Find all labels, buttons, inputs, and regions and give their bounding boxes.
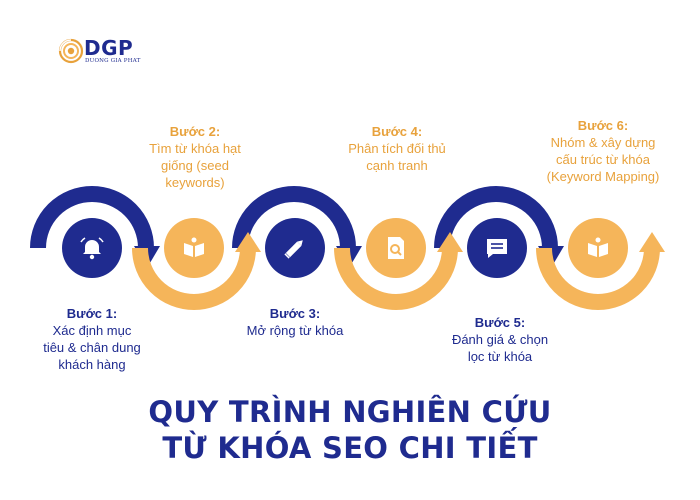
step-2-title: Bước 2: — [169, 124, 221, 139]
bell-icon — [80, 237, 104, 260]
step-1-desc-line-3: khách hàng — [58, 357, 126, 372]
step-1-label: Bước 1: Xác định mục tiêu & chân dung kh… — [12, 305, 172, 373]
step-2-desc-line-1: Tìm từ khóa hạt — [149, 141, 241, 156]
step-1-desc-line-1: Xác định mục — [52, 323, 132, 338]
step-2-circle — [164, 218, 224, 278]
step-3-label: Bước 3: Mở rộng từ khóa — [215, 305, 375, 339]
step-5-desc-line-1: Đánh giá & chọn — [451, 332, 549, 347]
document-search-icon — [388, 237, 404, 259]
step-6-desc-line-3: (Keyword Mapping) — [546, 169, 660, 184]
step-circles — [62, 218, 628, 278]
brand-logo: DGP DUONG GIA PHAT — [58, 36, 168, 70]
step-6-title: Bước 6: — [577, 118, 629, 133]
step-2-desc-line-3: keywords) — [165, 175, 225, 190]
pencil-icon — [284, 240, 303, 259]
open-book-icon — [588, 237, 608, 257]
step-6-label: Bước 6: Nhóm & xây dựng cấu trúc từ khóa… — [518, 117, 688, 185]
step-5-desc-line-2: lọc từ khóa — [467, 349, 533, 364]
orange-arc-step-2 — [132, 247, 256, 310]
orange-arc-step-4 — [334, 247, 458, 310]
step-4-label: Bước 4: Phân tích đối thủ cạnh tranh — [317, 123, 477, 174]
step-4-desc-line-2: cạnh tranh — [366, 158, 428, 173]
navy-arc-step-3 — [232, 186, 356, 249]
step-3-title: Bước 3: — [269, 306, 321, 321]
step-1-desc-line-2: tiêu & chân dung — [43, 340, 141, 355]
step-2-desc-line-2: giống (seed — [161, 158, 229, 173]
logo-tagline: DUONG GIA PHAT — [85, 58, 141, 64]
chat-message-icon — [487, 239, 507, 258]
step-6-desc-line-1: Nhóm & xây dựng — [550, 135, 656, 150]
logo-brand-text: DGP — [84, 36, 134, 60]
main-title-line-1: QUY TRÌNH NGHIÊN CỨU — [148, 395, 552, 429]
navy-arc-step-5 — [434, 186, 558, 249]
step-6-desc-line-2: cấu trúc từ khóa — [556, 152, 650, 167]
step-4-desc-line-1: Phân tích đối thủ — [348, 141, 446, 156]
main-title-line-2: TỪ KHÓA SEO CHI TIẾT — [162, 431, 538, 465]
orange-arrowhead-step-4 — [437, 232, 463, 252]
step-3-desc-line-1: Mở rộng từ khóa — [246, 323, 344, 338]
step-2-label: Bước 2: Tìm từ khóa hạt giống (seed keyw… — [115, 123, 275, 191]
open-book-icon — [184, 237, 204, 257]
orange-arrowhead-step-6 — [639, 232, 665, 252]
orange-arrowhead-step-2 — [235, 232, 261, 252]
step-4-title: Bước 4: — [371, 124, 423, 139]
navy-arc-step-1 — [30, 186, 154, 249]
swirl-logo-icon — [58, 38, 84, 64]
orange-arc-group — [132, 232, 665, 310]
step-6-circle — [568, 218, 628, 278]
step-1-title: Bước 1: — [66, 306, 118, 321]
step-5-label: Bước 5: Đánh giá & chọn lọc từ khóa — [420, 314, 580, 365]
step-5-title: Bước 5: — [474, 315, 526, 330]
orange-arc-step-6 — [536, 247, 660, 310]
